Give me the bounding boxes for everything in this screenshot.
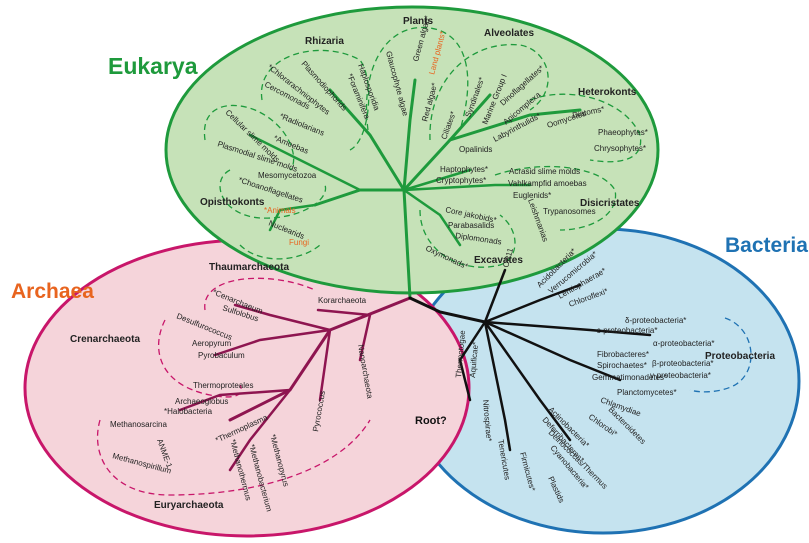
euryarchaeota-outline — [96, 419, 371, 496]
root-label: Root? — [415, 415, 447, 427]
leaf-epsilon-proteobacteria: ε-proteobacteria* — [597, 326, 658, 335]
leaf-methanosarcina: Methanosarcina — [110, 420, 167, 429]
leaf-planctomycetes: Planctomycetes* — [617, 388, 677, 397]
archaea-branch-pyrococcus — [318, 328, 332, 402]
leaf-parabasalids: Parabasalids — [448, 221, 494, 230]
archaea-branch-thaumarchaeota — [233, 303, 332, 332]
leaf-mesomycetozoa: Mesomycetozoa — [258, 171, 317, 180]
heterokonts-outline — [529, 93, 642, 163]
eukarya-branch-amoebozoa — [248, 133, 362, 192]
eukarya-title: Eukarya — [108, 53, 198, 79]
thaumarchaeota-group-label: Thaumarchaeota — [209, 262, 289, 273]
proteobacteria-outline — [689, 317, 752, 393]
leaf-spirochaetes: Spirochaetes* — [597, 361, 647, 370]
leaf-thermotogae: Thermotogae — [454, 329, 467, 378]
leaf-archaeoglobus: Archaeoglobus — [175, 397, 228, 406]
leaf-nitrospirae: Nitrospirae* — [481, 399, 494, 441]
leaf-aeropyrum: Aeropyrum — [192, 339, 231, 348]
bacteria-branch-lower — [483, 320, 572, 442]
eukarya-branch-discicristates — [402, 183, 532, 192]
leaf-cryptophytes: Cryptophytes* — [436, 176, 486, 185]
bacteria-branch-firmicutes — [483, 320, 512, 452]
bacteria-branch-deep — [458, 320, 487, 402]
archaea-title: Archaea — [11, 280, 94, 303]
archaea-branch-crenarchaeota — [213, 328, 332, 357]
eukarya-branch-plants — [402, 78, 417, 192]
heterokonts-group-label: Heterokonts — [578, 87, 637, 98]
opisthokonts-group-label: Opisthokonts — [200, 197, 265, 208]
eukarya-branch-heterokonts — [448, 108, 582, 142]
archaea-branch-methanogens — [228, 388, 292, 472]
alveolates-group-label: Alveolates — [484, 28, 534, 39]
eukarya-branch-opisthokonts — [268, 203, 317, 232]
bacteria-branch-upper — [483, 283, 582, 324]
leaf-korarchaeota: Korarchaeota — [318, 296, 367, 305]
eukarya-trunk — [402, 188, 412, 300]
alveolates-outline — [429, 43, 549, 141]
leaf-chrysophytes: Chrysophytes* — [594, 144, 646, 153]
discicristates-outline — [494, 166, 617, 231]
leaf-fungi: Fungi — [289, 238, 309, 247]
thaumarchaeota-outline — [204, 277, 316, 311]
leaf-delta-proteobacteria: δ-proteobacteria* — [625, 316, 686, 325]
leaf-trypanosomes: Trypanosomes — [543, 207, 596, 216]
leaf-gemmatimonadetes: Gemmatimonadetes* — [592, 373, 667, 382]
plants-outline — [365, 26, 469, 131]
leaf-thermoproteales: Thermoproteales — [193, 381, 253, 390]
bacteria-branch-op11 — [483, 268, 507, 324]
leaf-fibrobacteres: Fibrobacteres* — [597, 350, 649, 359]
leaf-animals: *Animals — [264, 206, 296, 215]
rhizaria-outline — [260, 49, 370, 151]
excavates-group-label: Excavates — [474, 255, 523, 266]
leaf-acrasid-slime-molds: Acrasid slime molds — [509, 167, 580, 176]
leaf-halobacteria: *Halobacteria — [164, 407, 213, 416]
opisthokonts-outline — [219, 169, 327, 219]
amoeba-outline — [203, 104, 295, 171]
bacteria-branch-middle — [483, 320, 622, 382]
bacteria-trunk — [408, 296, 487, 324]
plants-group-label: Plants — [403, 16, 433, 27]
eukarya-branch-rhizaria — [328, 88, 406, 192]
proteobacteria-group-label: Proteobacteria — [705, 351, 775, 362]
eukarya-ellipse — [164, 5, 660, 295]
leaf-pyrobaculum: Pyrobaculum — [198, 351, 245, 360]
eukarya-branch-excavates — [402, 188, 462, 247]
bacteria-branch-proteobacteria — [483, 320, 652, 337]
leaf-gamma-proteobacteria: γ-proteobacteria* — [650, 371, 711, 380]
leaf-phaeophytes: Phaeophytes* — [598, 128, 648, 137]
euryarchaeota-group-label: Euryarchaeota — [154, 500, 224, 511]
leaf-aquificae: Aquificae* — [468, 341, 480, 378]
leaf-haptophytes: Haptophytes* — [440, 165, 488, 174]
crenarchaeota-group-label: Crenarchaeota — [70, 334, 140, 345]
archaea-branch-korarchaeota — [316, 308, 372, 317]
bacteria-title: Bacteria — [725, 234, 808, 257]
archaea-branch-nanoarchaeota — [358, 313, 372, 362]
discicristates-group-label: Disicristates — [580, 198, 640, 209]
leaf-opalinids: Opalinids — [459, 145, 492, 154]
leaf-beta-proteobacteria: β-proteobacteria* — [652, 359, 714, 368]
leaf-alpha-proteobacteria: α-proteobacteria* — [653, 339, 715, 348]
archaea-branch-halobacteria — [178, 388, 292, 412]
leaf-euglenids: Euglenids* — [513, 191, 551, 200]
leaf-vahlkampfid-amoebas: Vahlkampfid amoebas — [508, 179, 587, 188]
eukarya-branch-haptophytes — [402, 168, 472, 192]
rhizaria-group-label: Rhizaria — [305, 36, 344, 47]
fungi-outline — [239, 244, 321, 260]
